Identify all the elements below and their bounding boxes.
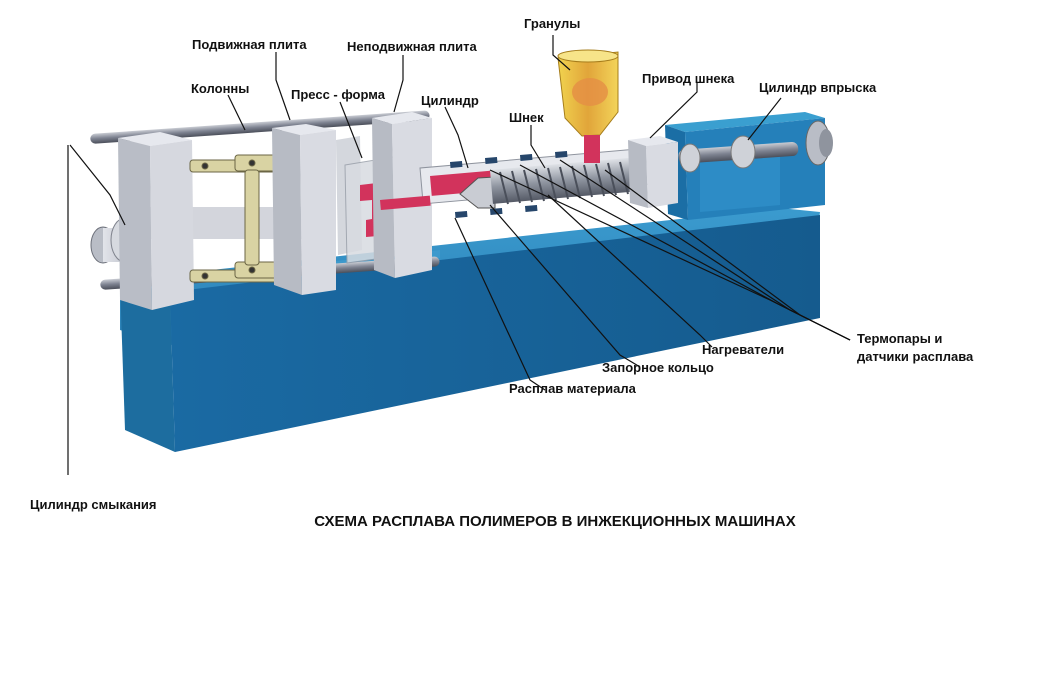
rear-plate [118, 132, 194, 310]
label-check-ring: Запорное кольцо [602, 360, 714, 375]
label-thermocouples-2: датчики расплава [857, 349, 974, 364]
label-granules: Гранулы [524, 16, 581, 31]
label-thermocouples-1: Термопары и [857, 331, 943, 346]
machine-base [120, 208, 820, 452]
leader-lines [67, 35, 851, 475]
screw-drive [628, 135, 799, 208]
screw [459, 156, 643, 209]
label-heaters: Нагреватели [702, 342, 785, 357]
label-injection-cylinder: Цилиндр впрыска [759, 80, 877, 95]
label-screw-drive: Привод шнека [642, 71, 735, 86]
label-melt: Расплав материала [509, 381, 636, 396]
label-clamp-cylinder: Цилиндр смыкания [30, 497, 157, 512]
diagram-title: СХЕМА РАСПЛАВА ПОЛИМЕРОВ В ИНЖЕКЦИОННЫХ … [314, 513, 796, 530]
label-screw: Шнек [509, 110, 544, 125]
label-moving-plate: Подвижная плита [192, 37, 307, 52]
injection-cylinder-cap [805, 120, 833, 166]
label-columns: Колонны [191, 81, 250, 96]
label-fixed-plate: Неподвижная плита [347, 39, 477, 54]
label-mold: Пресс - форма [291, 87, 385, 102]
label-cylinder: Цилиндр [421, 93, 479, 108]
hopper [557, 49, 619, 163]
